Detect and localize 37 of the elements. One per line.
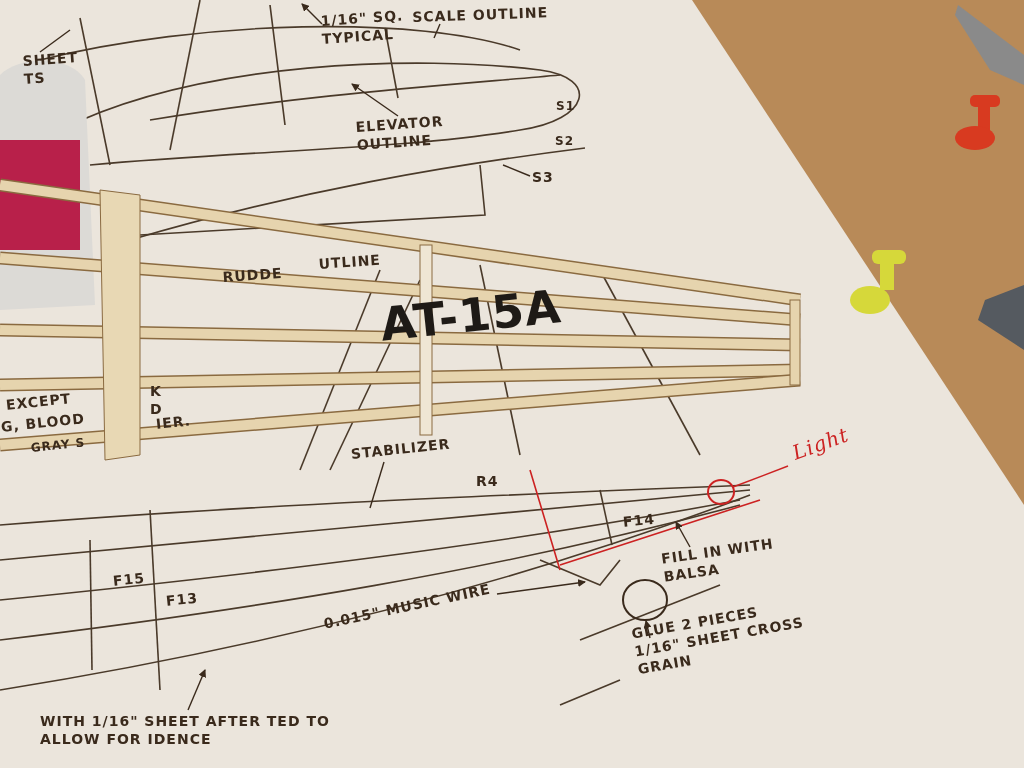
part-label: S1 xyxy=(556,98,575,114)
text-fragment: G, BLOOD xyxy=(0,410,86,436)
leader-line xyxy=(675,521,691,548)
text-fragment: UTLINE xyxy=(318,250,382,273)
callout-text: 0.015" MUSIC WIRE xyxy=(322,579,493,633)
part-label: F13 xyxy=(165,588,199,610)
leader-line xyxy=(187,669,206,711)
text-fragment: K xyxy=(150,382,162,400)
callout-text: STABILIZER xyxy=(350,434,453,463)
text-fragment: RUDDE xyxy=(222,263,284,286)
part-label: F14 xyxy=(622,509,656,531)
callout-text: ELEVATOR OUTLINE xyxy=(355,111,445,154)
callout-text: Light xyxy=(790,421,854,462)
leader-line xyxy=(732,465,789,488)
model-designation: AT-15A xyxy=(378,281,564,350)
text-fragment: EXCEPT xyxy=(5,389,73,413)
leader-line xyxy=(369,461,385,509)
part-label: F15 xyxy=(112,568,146,590)
leader-line xyxy=(433,23,441,39)
part-label: S2 xyxy=(555,133,574,149)
text-fragment: D xyxy=(150,400,163,417)
text-fragment: GRAY S xyxy=(30,434,87,456)
leader-line xyxy=(502,164,531,177)
callout-text: S3 xyxy=(532,168,555,186)
leader-line xyxy=(351,83,399,117)
part-label: R4 xyxy=(476,472,499,490)
leader-line xyxy=(496,579,586,595)
callout-text: SHEET TS xyxy=(22,48,80,88)
leader-line xyxy=(301,3,323,25)
leader-line xyxy=(643,620,652,639)
callout-text: WITH 1/16" SHEET AFTER TED TO ALLOW FOR IDENCE xyxy=(40,712,331,748)
circle-mark xyxy=(707,479,735,505)
callout-text: SCALE OUTLINE xyxy=(412,3,550,26)
callout-text: GLUE 2 PIECES 1/16" SHEET CROSS GRAIN xyxy=(630,602,806,679)
callout-text: FILL IN WITH BALSA xyxy=(660,534,776,586)
callout-text: 1/16" SQ. TYPICAL xyxy=(320,6,405,48)
leader-line xyxy=(39,29,71,53)
